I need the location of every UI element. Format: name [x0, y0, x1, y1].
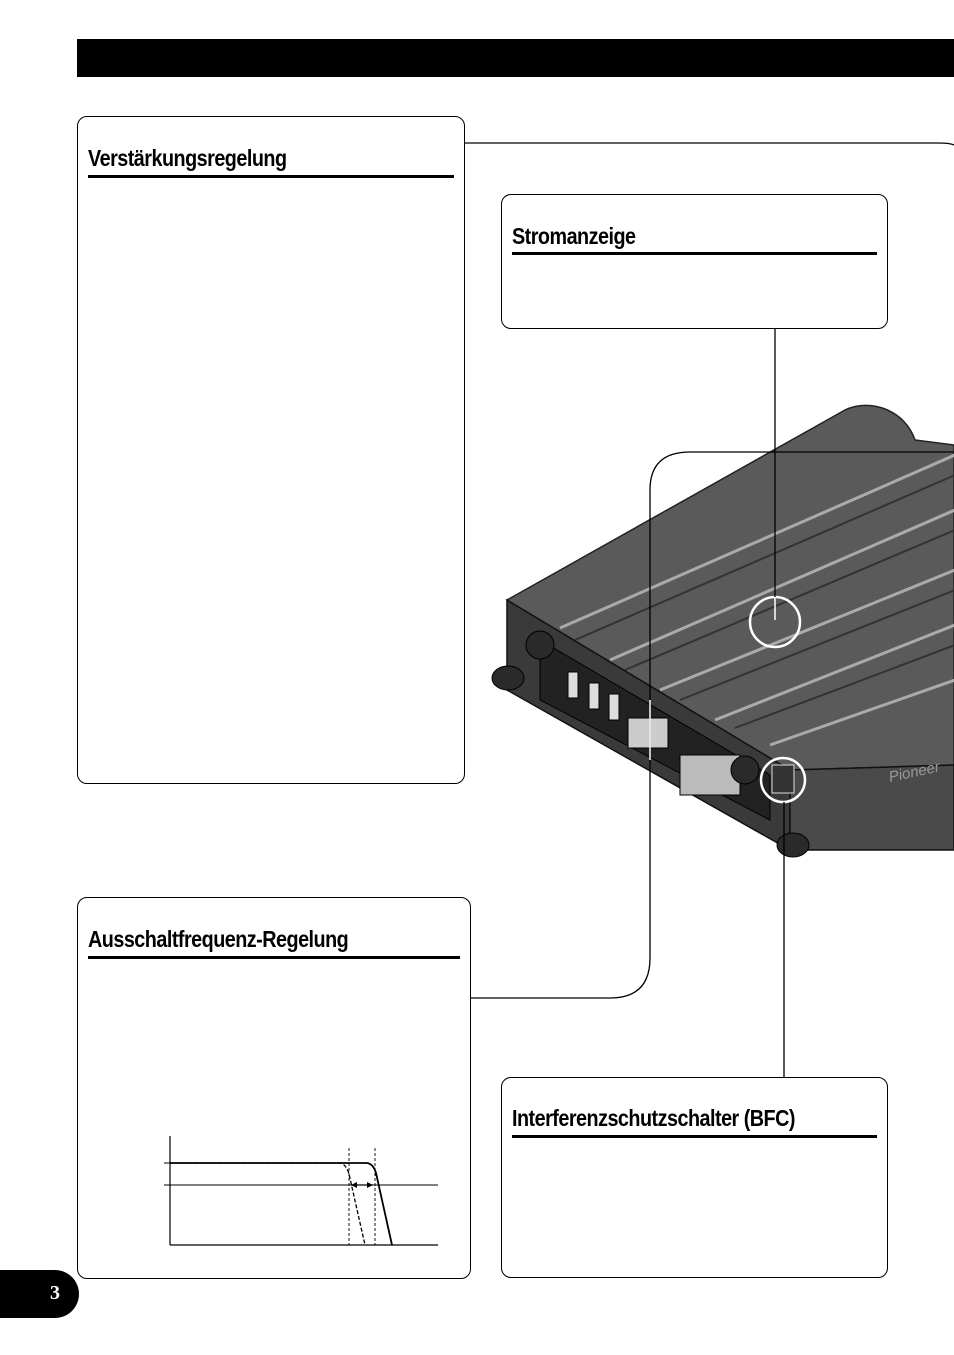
page-number: 3 [50, 1282, 60, 1304]
frequency-response-diagram [164, 1136, 438, 1246]
cutoff-frequency-box: Ausschaltfrequenz-Regelung [77, 897, 471, 1279]
title-rule [512, 252, 877, 255]
power-indicator-box: Stromanzeige [501, 194, 888, 329]
cutoff-frequency-title: Ausschaltfrequenz-Regelung [88, 926, 349, 952]
response-curve-low [170, 1162, 366, 1246]
gain-control-title: Verstärkungsregelung [88, 145, 287, 171]
bfc-switch-box: Interferenzschutzschalter (BFC) [501, 1077, 888, 1278]
title-rule [88, 175, 454, 178]
page-number-tab [0, 1270, 79, 1318]
title-rule [88, 956, 460, 959]
amplifier-body: Pioneer [491, 404, 954, 858]
gain-control-box: Verstärkungsregelung [77, 116, 465, 784]
title-rule [512, 1135, 877, 1138]
bfc-switch-title: Interferenzschutzschalter (BFC) [512, 1105, 795, 1131]
response-curve-high [170, 1162, 393, 1246]
power-indicator-title: Stromanzeige [512, 223, 636, 249]
bfc-switch-callout [759, 756, 807, 804]
header-bar [77, 39, 954, 77]
